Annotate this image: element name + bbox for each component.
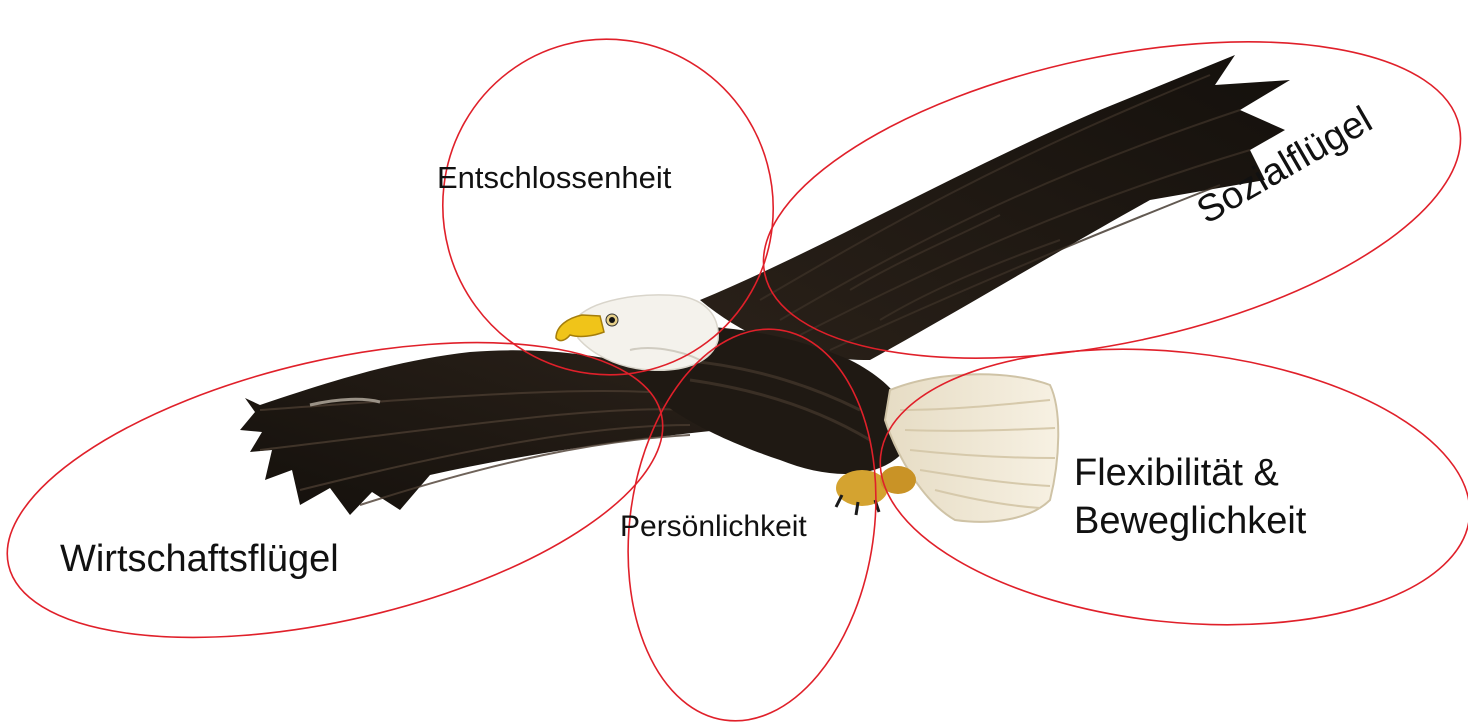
bald-eagle-image [240, 55, 1290, 523]
ellipse-flexibilitaet [879, 348, 1468, 626]
eagle-tail [883, 373, 1060, 523]
ellipse-sozialfluegel [762, 41, 1462, 359]
label-entschlossenheit: Entschlossenheit [437, 160, 672, 195]
label-flexibilitaet-line1: Flexibilität & [1074, 452, 1279, 494]
ellipse-persoenlichkeit [627, 328, 877, 722]
right-wing [700, 55, 1290, 360]
ellipse-entschlossenheit [441, 38, 775, 376]
label-persoenlichkeit: Persönlichkeit [620, 510, 807, 543]
label-flexibilitaet-beweglichkeit: Flexibilität & Beweglichkeit [1074, 450, 1306, 545]
label-flexibilitaet-line2: Beweglichkeit [1074, 499, 1307, 542]
label-wirtschaftsfluegel: Wirtschaftsflügel [60, 538, 339, 580]
eagle-head [555, 294, 719, 371]
ellipse-wirtschaftsfluegel [6, 341, 664, 639]
eagle-body [640, 326, 910, 474]
